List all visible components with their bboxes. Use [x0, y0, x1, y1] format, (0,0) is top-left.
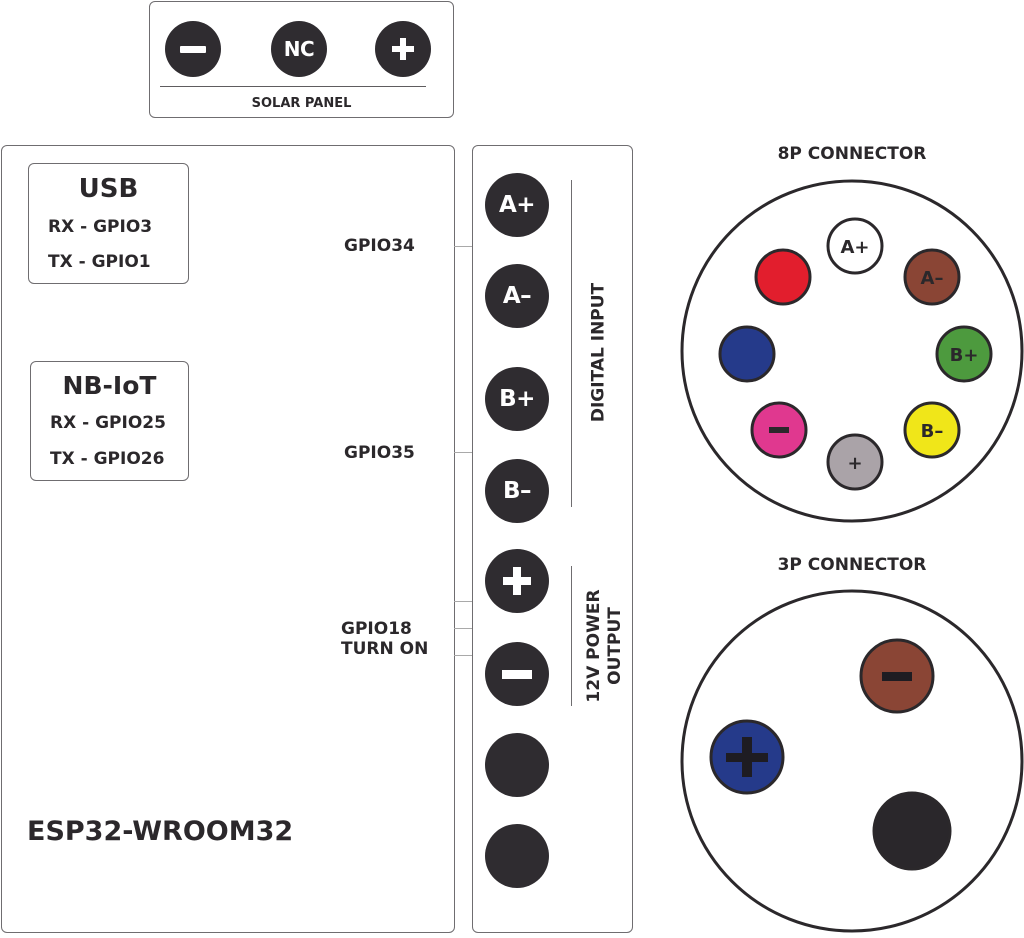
solar-panel-box: NC SOLAR PANEL: [149, 1, 454, 118]
connector-8p-title: 8P CONNECTOR: [777, 144, 927, 164]
terminal-power-positive: [485, 549, 549, 613]
gpio18-label: GPIO18: [341, 619, 412, 639]
pin-3p-negative: [859, 638, 935, 714]
digital-input-bracket: [571, 180, 572, 507]
connector-8p: A+ A– B+ + B–: [680, 179, 1024, 523]
usb-title: USB: [78, 174, 139, 204]
terminal-unused-2: [485, 824, 549, 888]
solar-negative-terminal: [165, 21, 221, 77]
pin-8p-a-plus: A+: [826, 217, 884, 275]
power-output-label-line1: 12V POWER: [584, 589, 604, 703]
pin-8p-positive: +: [826, 433, 884, 491]
power-output-label: 12V POWER OUTPUT: [584, 586, 628, 706]
pin-8p-negative: [750, 401, 808, 459]
gpio18-wire-2: [454, 628, 472, 629]
terminal-b-plus-label: B+: [499, 386, 535, 412]
connector-3p: [680, 589, 1024, 933]
pin-8p-label: A+: [840, 237, 869, 258]
solar-positive-terminal: [375, 21, 431, 77]
terminal-unused-1: [485, 733, 549, 797]
plus-icon: [726, 737, 768, 777]
usb-rx-label: RX - GPIO3: [48, 217, 153, 237]
gpio34-wire: [454, 246, 472, 247]
pin-3p-positive: [709, 719, 785, 795]
plus-icon: [503, 567, 531, 595]
terminal-strip: [472, 145, 633, 933]
gpio35-label: GPIO35: [344, 443, 415, 463]
pin-8p-label: A–: [921, 268, 944, 289]
esp32-title: ESP32-WROOM32: [27, 816, 294, 847]
terminal-power-negative: [485, 642, 549, 706]
minus-icon: [882, 672, 912, 681]
pin-8p-a-minus: A–: [903, 248, 961, 306]
gpio18-turn-on-label: TURN ON: [341, 639, 429, 659]
pin-8p-blue: [718, 325, 776, 383]
solar-divider: [160, 86, 426, 87]
gpio18-wire-3: [454, 655, 472, 656]
terminal-a-plus-label: A+: [498, 192, 536, 218]
gpio18-wire-1: [454, 601, 472, 602]
minus-icon: [502, 669, 532, 679]
pin-3p-ground: [872, 791, 952, 871]
nbiot-box: NB-IoT RX - GPIO25 TX - GPIO26: [30, 361, 189, 481]
terminal-a-plus: A+: [485, 173, 549, 237]
pin-8p-label: +: [847, 453, 862, 474]
solar-panel-title: SOLAR PANEL: [251, 96, 352, 111]
nbiot-rx-label: RX - GPIO25: [50, 413, 166, 433]
nbiot-title: NB-IoT: [62, 371, 157, 400]
solar-nc-terminal: NC: [271, 21, 327, 77]
nbiot-tx-label: TX - GPIO26: [50, 449, 165, 469]
plus-icon: [392, 38, 414, 60]
power-output-label-line2: OUTPUT: [605, 607, 625, 685]
pin-8p-label: B–: [921, 421, 944, 442]
power-output-bracket: [571, 566, 572, 706]
terminal-a-minus: A–: [485, 264, 549, 328]
connector-3p-title: 3P CONNECTOR: [777, 555, 927, 575]
minus-icon: [180, 45, 206, 53]
pin-8p-label: B+: [950, 345, 979, 366]
usb-tx-label: TX - GPIO1: [48, 252, 151, 272]
terminal-a-minus-label: A–: [502, 283, 532, 309]
terminal-b-minus-label: B–: [502, 478, 532, 504]
pin-8p-b-minus: B–: [903, 401, 961, 459]
pin-8p-b-plus: B+: [935, 325, 993, 383]
gpio34-label: GPIO34: [344, 236, 415, 256]
solar-nc-label: NC: [283, 37, 315, 61]
pin-8p-red: [754, 248, 812, 306]
digital-input-label: DIGITAL INPUT: [588, 282, 609, 423]
usb-box: USB RX - GPIO3 TX - GPIO1: [28, 163, 189, 284]
terminal-b-plus: B+: [485, 367, 549, 431]
terminal-b-minus: B–: [485, 459, 549, 523]
minus-icon: [769, 427, 789, 433]
gpio35-wire: [454, 452, 472, 453]
